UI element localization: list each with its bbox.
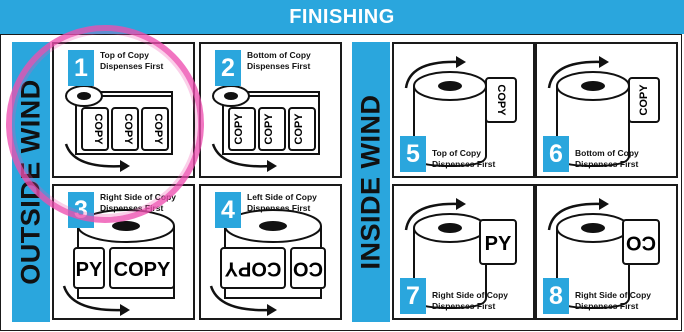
inside-wind-label: INSIDE WIND xyxy=(356,94,387,269)
svg-text:COPY: COPY xyxy=(495,84,507,116)
svg-text:PY: PY xyxy=(76,259,103,281)
svg-text:CO: CO xyxy=(626,232,656,254)
panel-4-number: 4 xyxy=(215,192,241,228)
svg-text:COPY: COPY xyxy=(293,113,305,145)
svg-text:COPY: COPY xyxy=(263,113,275,145)
panel-7-number: 7 xyxy=(400,278,426,314)
svg-text:COPY: COPY xyxy=(224,258,281,280)
panel-8-number: 8 xyxy=(543,278,569,314)
panel-2-number: 2 xyxy=(215,50,241,86)
inside-wind-bar: INSIDE WIND xyxy=(352,42,390,322)
panel-5-number: 5 xyxy=(400,136,426,172)
panel-6-number: 6 xyxy=(543,136,569,172)
svg-text:COPY: COPY xyxy=(114,259,171,281)
highlight-circle xyxy=(6,25,204,223)
svg-text:COPY: COPY xyxy=(638,84,650,116)
svg-text:COPY: COPY xyxy=(233,113,245,145)
svg-text:PY: PY xyxy=(485,233,512,255)
svg-text:CO: CO xyxy=(293,258,323,280)
